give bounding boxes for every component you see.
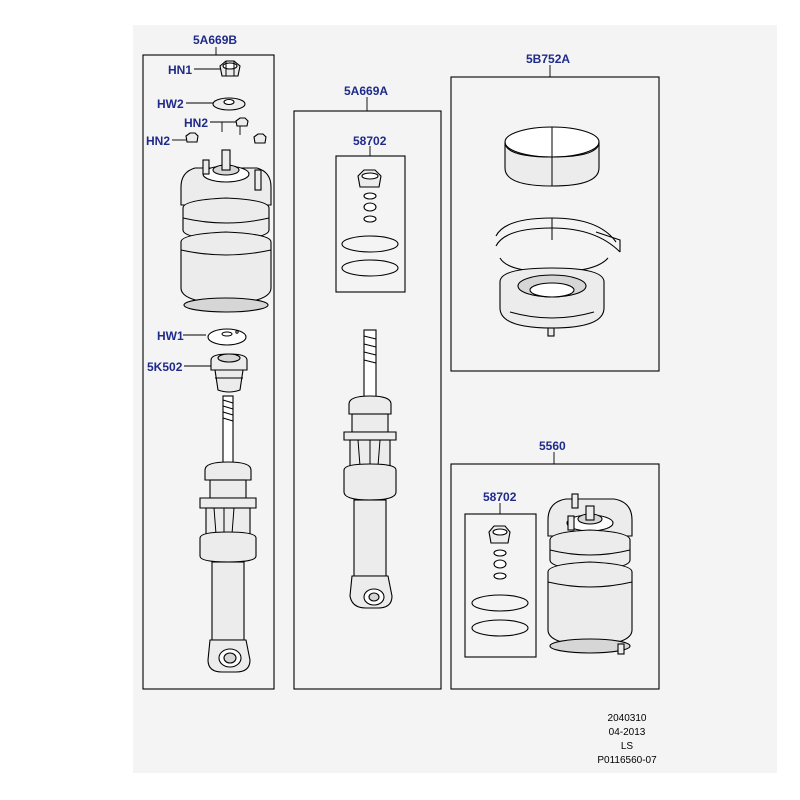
kit-washer-right-c <box>493 572 507 580</box>
callout-5560: 5560 <box>539 439 566 453</box>
callout-5k502: 5K502 <box>147 360 183 374</box>
callout-hw1: HW1 <box>157 329 184 343</box>
shock-absorber-mid <box>343 329 397 609</box>
kit-washer-mid-a <box>363 192 377 200</box>
nut-hn1 <box>219 60 241 77</box>
reference-line-3: LS <box>620 741 634 752</box>
kit-oring-right-a <box>471 594 529 612</box>
air-spring-right <box>547 493 633 655</box>
kit-oring-mid-a <box>341 235 399 253</box>
washer-hw2 <box>212 97 246 111</box>
kit-washer-right-a <box>493 549 507 557</box>
kit-nut-right <box>488 525 511 544</box>
callout-5a669b: 5A669B <box>193 33 238 47</box>
callout-hn2-left: HN2 <box>146 134 171 148</box>
kit-washer-mid-b <box>363 202 377 212</box>
panel-right-bottom <box>450 463 660 690</box>
top-mount-ring <box>504 126 600 187</box>
washer-hw1 <box>207 328 247 346</box>
reference-line-1: 2040310 <box>607 713 647 724</box>
callout-58702-mid: 58702 <box>353 134 387 148</box>
callout-hw2: HW2 <box>157 97 184 111</box>
bump-stop-5k502 <box>210 353 248 393</box>
kit-washer-right-b <box>493 559 507 569</box>
kit-nut-mid <box>357 169 382 188</box>
callout-hn1: HN1 <box>168 63 193 77</box>
nut-hn2-a <box>235 117 249 127</box>
clamp-band <box>495 217 621 273</box>
nut-hn2-c <box>253 133 267 144</box>
callout-5a669a: 5A669A <box>344 84 389 98</box>
reference-line-4: P0116560-07 <box>597 755 657 766</box>
leader-lines <box>172 47 555 514</box>
panel-middle <box>293 110 442 690</box>
kit-oring-right-b <box>471 619 529 637</box>
reference-line-2: 04-2013 <box>608 727 646 738</box>
kit-box-middle <box>335 155 406 293</box>
kit-washer-mid-c <box>363 215 377 223</box>
lower-seat-right <box>499 267 605 337</box>
panel-right-top <box>450 76 660 372</box>
shock-absorber-left <box>199 395 257 673</box>
kit-oring-mid-b <box>341 259 399 277</box>
callout-hn2-upper: HN2 <box>184 116 209 130</box>
panel-left <box>142 54 275 690</box>
nut-hn2-b <box>185 132 199 143</box>
callout-58702-right: 58702 <box>483 490 517 504</box>
callout-5b752a: 5B752A <box>526 52 571 66</box>
kit-box-right <box>464 513 537 658</box>
air-spring-left <box>180 149 272 313</box>
